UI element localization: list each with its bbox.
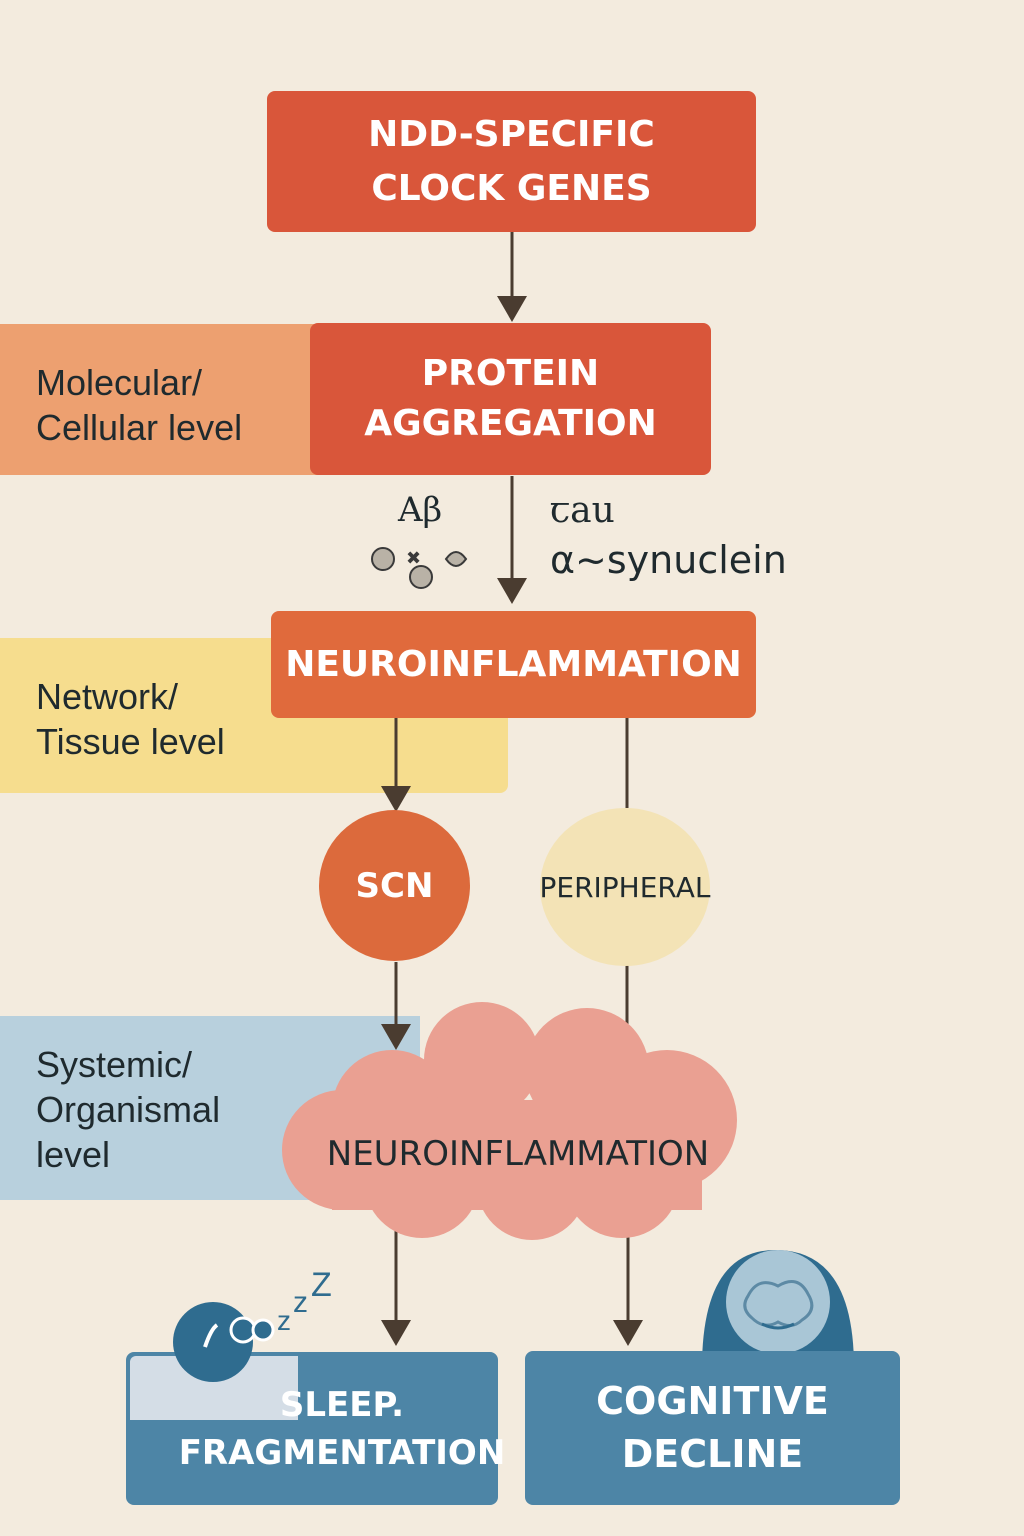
svg-text:Z: Z: [311, 1266, 332, 1304]
cognitive-decline-box: COGNITIVE DECLINE: [525, 1351, 900, 1505]
network-level-label: Network/ Tissue level: [36, 676, 225, 762]
neuroinflammation-cloud-label: NEUROINFLAMMATION: [326, 1134, 710, 1174]
svg-text:✖: ✖: [406, 548, 421, 569]
molecular-level-band: [0, 324, 330, 475]
tau-label: ꞇau: [550, 490, 615, 531]
neuroinflammation-box: NEUROINFLAMMATION: [271, 611, 756, 718]
svg-text:z: z: [277, 1305, 291, 1336]
abeta-label: Aβ: [398, 490, 443, 530]
synuclein-label: α~synuclein: [550, 538, 787, 582]
peripheral-node: PERIPHERAL: [540, 808, 711, 966]
aggregate-particles-icon: ✖: [371, 547, 468, 589]
systemic-level-label: Systemic/ Organismal level: [36, 1044, 221, 1175]
brain-head-icon: [702, 1249, 854, 1368]
svg-text:z: z: [293, 1286, 308, 1319]
protein-aggregation-box: PROTEIN AGGREGATION: [310, 323, 711, 475]
molecular-level-label: Molecular/ Cellular level: [36, 362, 243, 448]
clock-genes-box: NDD-SPECIFIC CLOCK GENES: [267, 91, 756, 232]
scn-node: SCN: [319, 810, 470, 961]
sleep-fragmentation-label: SLEEP. FRAGMENTATION: [178, 1385, 506, 1473]
neuroinflammation-cloud-shape: [282, 1002, 737, 1240]
sleeping-person-icon: z z Z: [173, 1266, 332, 1382]
